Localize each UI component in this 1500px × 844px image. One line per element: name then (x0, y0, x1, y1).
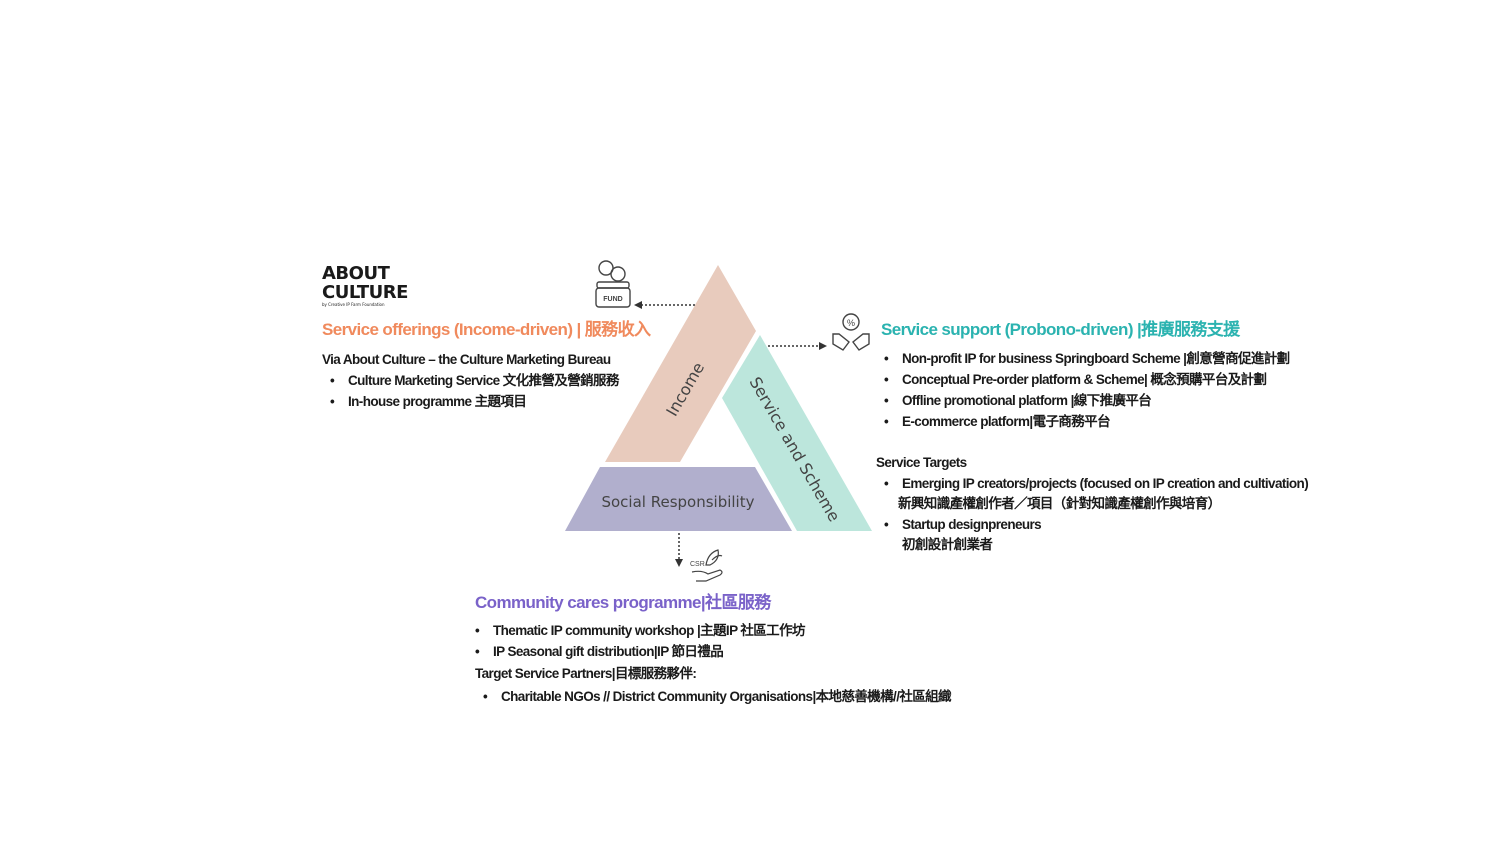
logo-tagline: by Creative IP Farm Foundation (322, 302, 385, 307)
community-title: Community cares programme|社區服務 (475, 593, 771, 612)
list-item: Offline promotional platform |線下推廣平台 (876, 390, 1308, 411)
list-item-zh: 新興知識產權創作者／項目（針對知識產權創作與培育） (898, 496, 1221, 511)
list-item: In-house programme 主題項目 (322, 391, 650, 412)
service-segment (722, 335, 872, 531)
list-item: Conceptual Pre-order platform & Scheme| … (876, 369, 1308, 390)
list-item: Culture Marketing Service 文化推營及營銷服務 (322, 370, 650, 391)
community-section: Community cares programme|社區服務 Thematic … (475, 592, 952, 707)
service-list: Non-profit IP for business Springboard S… (876, 348, 1308, 432)
arrow-to-service (768, 342, 827, 350)
service-section: Service support (Probono-driven) |推廣服務支援… (876, 319, 1309, 555)
svg-text:FUND: FUND (603, 296, 622, 303)
service-targets-title: Service Targets (876, 455, 967, 470)
list-item: IP Seasonal gift distribution|IP 節日禮品 (467, 641, 951, 662)
service-targets-list: Emerging IP creators/projects (focused o… (876, 473, 1309, 555)
csr-hand-leaf-icon: CSR (690, 549, 723, 582)
list-item: Startup designpreneurs (876, 514, 1308, 535)
income-subtitle: Via About Culture – the Culture Marketin… (322, 352, 611, 367)
about-culture-logo: ABOUT CULTURE by Creative IP Farm Founda… (322, 264, 408, 308)
list-item-zh: 初創設計創業者 (902, 537, 993, 552)
arrow-to-fund (634, 301, 695, 309)
community-list: Thematic IP community workshop |主題IP 社區工… (467, 620, 951, 662)
handshake-percent-icon: % (832, 313, 870, 351)
list-item: Emerging IP creators/projects (focused o… (876, 473, 1309, 494)
svg-text:%: % (847, 318, 855, 328)
fund-jar-icon: FUND (595, 260, 631, 308)
social-label: Social Responsibility (601, 493, 754, 511)
social-segment (565, 467, 792, 531)
income-section: Service offerings (Income-driven) | 服務收入… (322, 319, 651, 412)
arrow-to-csr (675, 533, 683, 567)
list-item: Non-profit IP for business Springboard S… (876, 348, 1308, 369)
logo-line1: ABOUT (322, 263, 390, 284)
list-item: Charitable NGOs // District Community Or… (475, 686, 952, 707)
logo-line2: CULTURE (322, 282, 408, 303)
list-item: Thematic IP community workshop |主題IP 社區工… (467, 620, 951, 641)
partners-title: Target Service Partners|目標服務夥伴: (475, 666, 697, 681)
partners-list: Charitable NGOs // District Community Or… (475, 686, 952, 707)
income-list: Culture Marketing Service 文化推營及營銷服務 In-h… (322, 370, 650, 412)
income-title: Service offerings (Income-driven) | 服務收入 (322, 320, 651, 339)
list-item: E-commerce platform|電子商務平台 (876, 411, 1308, 432)
svg-text:CSR: CSR (690, 561, 705, 568)
service-title: Service support (Probono-driven) |推廣服務支援 (881, 320, 1240, 339)
income-segment (605, 265, 756, 462)
